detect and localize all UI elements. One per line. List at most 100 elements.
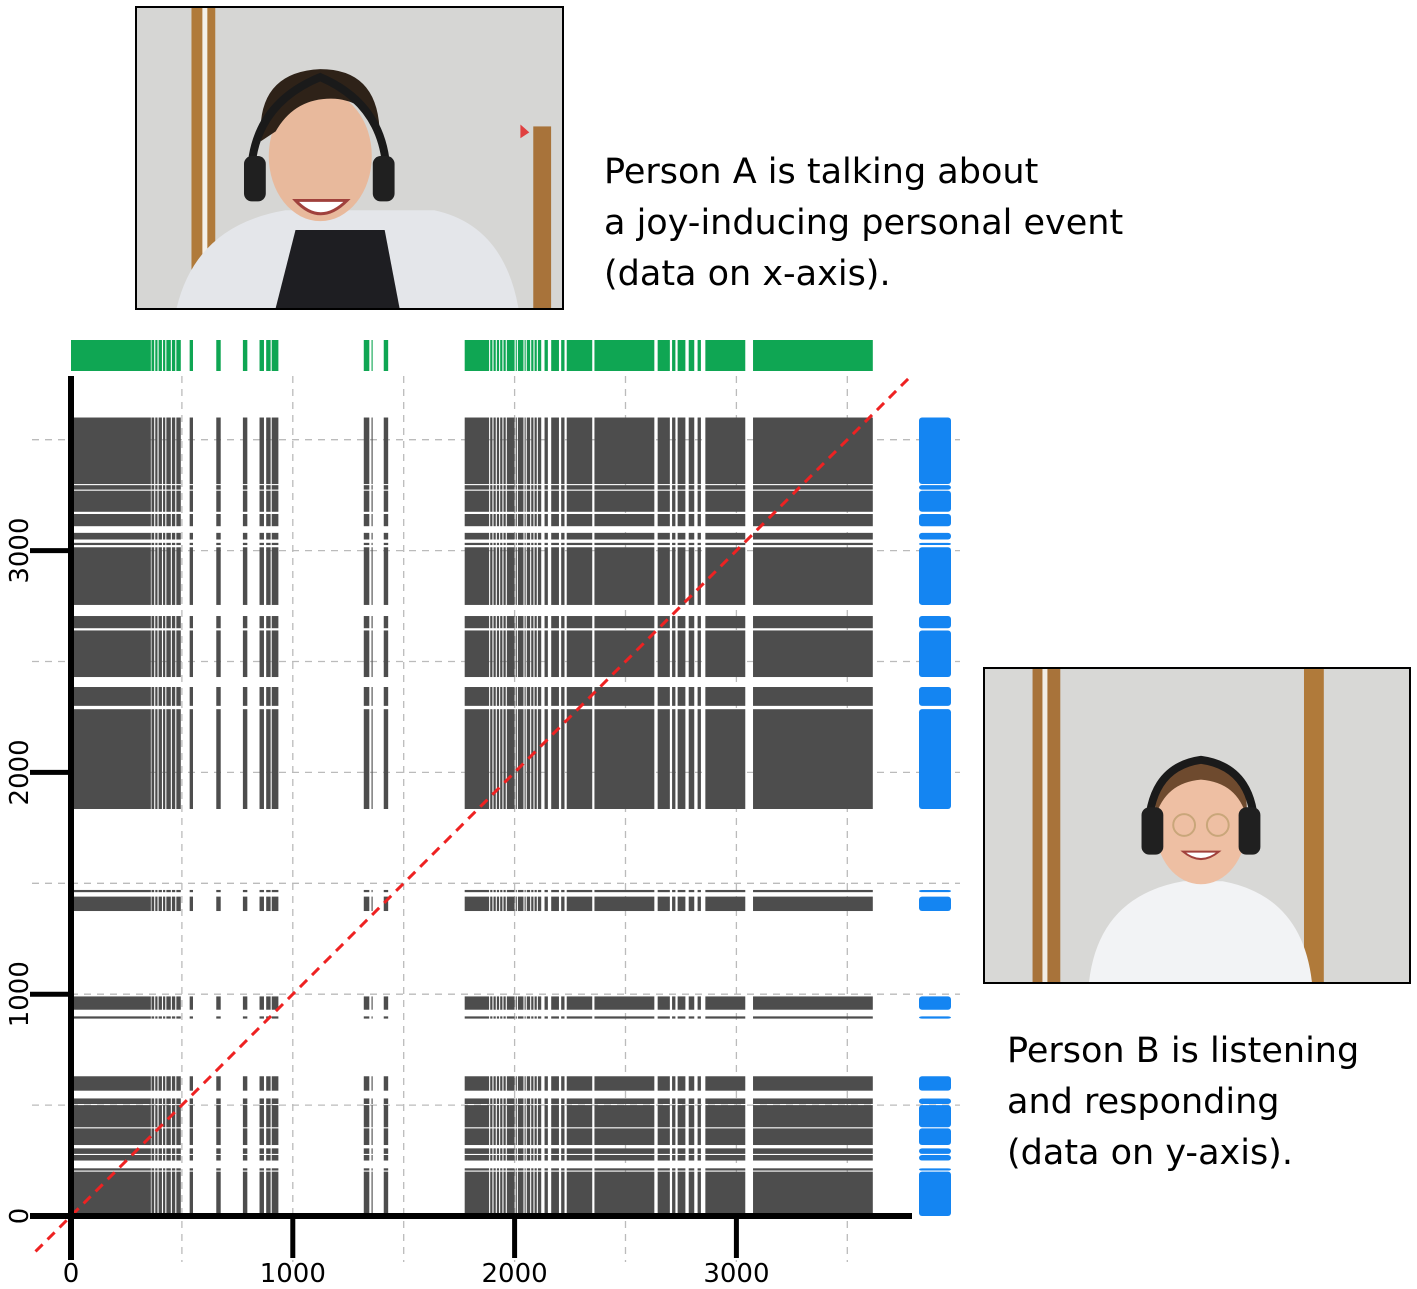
person-a-activity-segment [534, 340, 537, 371]
person-a-activity-segment [371, 340, 373, 371]
recurrence-cell [672, 547, 676, 605]
recurrence-cell [705, 1171, 746, 1216]
person-a-activity-segment [464, 340, 490, 371]
recurrence-cell [166, 616, 171, 629]
recurrence-cell [496, 547, 500, 605]
recurrence-cell [464, 1076, 490, 1091]
recurrence-cell [506, 1098, 515, 1104]
recurrence-cell [594, 1171, 655, 1216]
recurrence-cell [534, 417, 537, 485]
recurrence-cell [551, 490, 559, 512]
recurrence-cell [526, 1155, 531, 1161]
recurrence-cell [266, 1148, 271, 1154]
recurrence-cell [503, 485, 506, 490]
recurrence-cell [672, 709, 676, 809]
recurrence-cell [534, 616, 537, 629]
recurrence-cell [163, 616, 166, 629]
recurrence-cell [155, 485, 158, 490]
recurrence-cell [688, 1148, 695, 1154]
recurrence-cell [189, 616, 193, 629]
recurrence-cell [705, 1105, 746, 1128]
recurrence-cell [534, 1076, 537, 1091]
recurrence-cell [672, 485, 676, 490]
person-b-activity-segment [919, 1105, 951, 1128]
recurrence-cell [266, 996, 271, 1010]
recurrence-cell [496, 417, 500, 485]
recurrence-cell [526, 547, 531, 605]
recurrence-cell [506, 542, 515, 546]
recurrence-cell [503, 514, 506, 527]
recurrence-cell [515, 1128, 517, 1146]
person-b-activity-segment [919, 889, 951, 893]
recurrence-cell [176, 547, 181, 605]
recurrence-cell [266, 1098, 271, 1104]
recurrence-cell [500, 630, 503, 678]
recurrence-cell [551, 687, 559, 706]
recurrence-cell [151, 1105, 155, 1128]
recurrence-cell [677, 1168, 686, 1171]
recurrence-cell [490, 1016, 493, 1019]
recurrence-cell [561, 616, 565, 629]
recurrence-cell [657, 485, 670, 490]
recurrence-cell [524, 1171, 526, 1216]
recurrence-cell [544, 547, 548, 605]
recurrence-cell [271, 687, 279, 706]
recurrence-cell [371, 630, 373, 678]
recurrence-cell [531, 687, 534, 706]
caption-line: and responding [1007, 1082, 1280, 1122]
recurrence-cell [534, 547, 537, 605]
recurrence-cell [363, 1171, 370, 1216]
recurrence-cell [189, 996, 193, 1010]
recurrence-cell [705, 896, 746, 912]
recurrence-cell [672, 1128, 676, 1146]
recurrence-cell [151, 485, 155, 490]
recurrence-cell [216, 1016, 221, 1019]
recurrence-cell [71, 514, 151, 527]
person-a-activity-segment [753, 340, 873, 371]
recurrence-cell [493, 532, 496, 540]
recurrence-cell [688, 514, 695, 527]
recurrence-cell [534, 896, 537, 912]
recurrence-cell [594, 514, 655, 527]
person-a-activity-segment [517, 340, 524, 371]
recurrence-cell [176, 532, 181, 540]
recurrence-cell [515, 709, 517, 809]
recurrence-cell [493, 1076, 496, 1091]
recurrence-cell [524, 1105, 526, 1128]
recurrence-cell [526, 1171, 531, 1216]
recurrence-cell [500, 996, 503, 1010]
recurrence-cell [515, 630, 517, 678]
recurrence-cell [500, 547, 503, 605]
recurrence-cell [534, 687, 537, 706]
recurrence-cell [490, 490, 493, 512]
recurrence-cell [464, 532, 490, 540]
recurrence-cell [363, 490, 370, 512]
recurrence-cell [371, 1098, 373, 1104]
recurrence-cell [537, 514, 542, 527]
person-b-activity-segment [919, 709, 951, 809]
recurrence-cell [189, 1168, 193, 1171]
recurrence-cell [677, 1128, 686, 1146]
recurrence-cell [259, 547, 264, 605]
person-b-activity-segment [919, 616, 951, 629]
recurrence-cell [383, 996, 389, 1010]
recurrence-cell [271, 1171, 279, 1216]
recurrence-cell [524, 532, 526, 540]
recurrence-cell [163, 889, 166, 893]
recurrence-cell [464, 616, 490, 629]
recurrence-cell [531, 1148, 534, 1154]
recurrence-cell [688, 1016, 695, 1019]
recurrence-cell [176, 490, 181, 512]
recurrence-cell [490, 485, 493, 490]
recurrence-cell [677, 1105, 686, 1128]
recurrence-cell [534, 996, 537, 1010]
recurrence-cell [561, 542, 565, 546]
recurrence-cell [259, 616, 264, 629]
recurrence-cell [176, 514, 181, 527]
recurrence-cell [705, 514, 746, 527]
recurrence-cell [517, 532, 524, 540]
recurrence-cell [383, 896, 389, 912]
recurrence-cell [496, 1168, 500, 1171]
recurrence-cell [371, 1128, 373, 1146]
